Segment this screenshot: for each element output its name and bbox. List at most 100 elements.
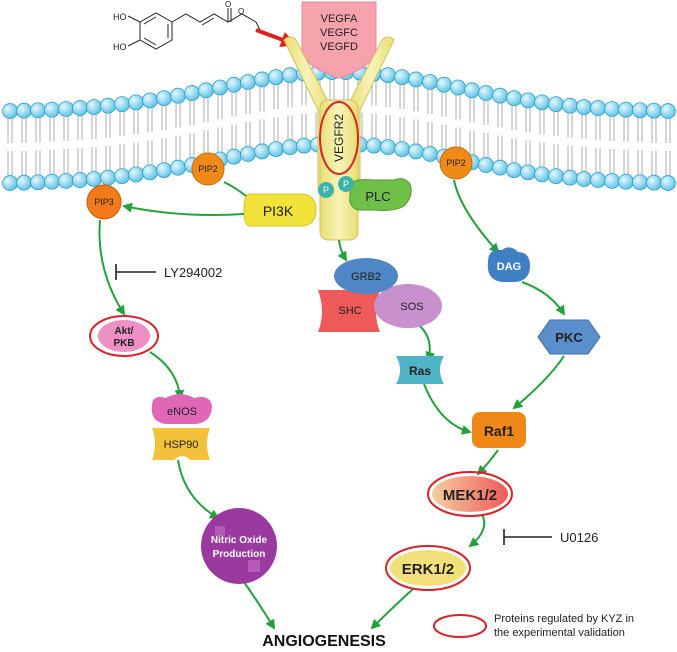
pip2-right-node [439, 146, 473, 180]
plc-node [349, 178, 412, 211]
arrow-raf-mek [476, 449, 499, 476]
nitric-oxide-node [201, 508, 277, 584]
lipid-head [646, 102, 662, 119]
compound-o-ester: O [238, 7, 244, 16]
akt-node [98, 320, 150, 352]
no-texture-2 [248, 560, 260, 572]
pip2-left-node [191, 152, 225, 186]
lipid-head [156, 162, 172, 179]
lipid-head [436, 76, 452, 93]
lipid-head [422, 146, 438, 162]
lipid-head [394, 69, 410, 86]
lipid-head [30, 174, 46, 191]
lipid-head [562, 97, 578, 114]
pip2-left-label: PIP2 [198, 164, 218, 174]
arrow-receptor-grb2 [337, 239, 348, 262]
lipid-head [492, 159, 508, 176]
no-label-line2: Production [213, 549, 266, 560]
hsp90-label: HSP90 [164, 439, 199, 451]
lipid-head [520, 164, 536, 181]
grb2-node [334, 258, 398, 294]
lipid-head [254, 143, 270, 160]
hsp90-node [152, 428, 210, 460]
pkc-label: PKC [555, 330, 583, 345]
akt-highlight [89, 315, 159, 357]
lipid-head [590, 172, 606, 188]
lipid-head [632, 174, 648, 191]
mek-node [432, 476, 508, 512]
enos-node [151, 394, 212, 424]
lipid-head [380, 139, 396, 156]
lipid-head [240, 74, 256, 90]
lipid-head [506, 90, 522, 107]
lipid-head [604, 173, 620, 189]
lipid-head [520, 92, 536, 109]
u0126-inhibitor-symbol [503, 529, 552, 545]
lipid-head [142, 92, 158, 109]
lipid-head [2, 175, 18, 191]
vegfr2-label: VEGFR2 [332, 114, 346, 162]
pathway-arrows [98, 179, 566, 630]
plc-label: PLC [365, 189, 390, 204]
lipid-head [128, 94, 144, 111]
lipid-head [128, 166, 144, 183]
dag-node [487, 247, 530, 282]
erk-label: ERK1/2 [402, 561, 455, 578]
arrow-mek-erk [468, 513, 486, 548]
lipid-head [184, 85, 200, 101]
vegfr2-highlight [319, 101, 359, 175]
ly294002-inhibitor-symbol [115, 264, 156, 280]
arrow-erk-angio [370, 587, 415, 630]
mek-highlight [427, 471, 513, 517]
enos-label: eNOS [167, 406, 197, 418]
lipid-head [450, 79, 466, 96]
arrow-akt-enos [149, 351, 185, 400]
grb2-label: GRB2 [351, 271, 381, 283]
lipid-head [576, 99, 592, 115]
arrow-pip2-pi3k [223, 181, 247, 197]
lipid-head [576, 171, 592, 187]
lipid-head [282, 139, 298, 156]
pip3-node [86, 184, 122, 220]
lipid-head [506, 162, 522, 179]
lipid-head [86, 171, 102, 187]
ligand-vegfc: VEGFC [320, 27, 358, 39]
lipid-head [44, 101, 60, 118]
ras-label: Ras [409, 364, 431, 378]
lipid-head [408, 143, 424, 160]
lipid-head [646, 174, 662, 191]
akt-label-line2: PKB [113, 338, 134, 349]
arrow-no-angio [243, 581, 276, 630]
lipid-head [170, 159, 186, 176]
dag-label: DAG [497, 261, 521, 273]
mek-label: MEK1/2 [443, 487, 497, 504]
ligand-vegfa: VEGFA [321, 13, 358, 25]
lipid-head [16, 102, 32, 119]
pi3k-node [243, 193, 317, 227]
phospho-right [338, 176, 354, 192]
lipid-head [464, 82, 480, 99]
lipid-head [58, 173, 74, 189]
lipid-head [478, 157, 494, 173]
lipid-head [72, 100, 88, 116]
pip3-label: PIP3 [94, 197, 114, 207]
lipid-head [44, 173, 60, 190]
lipid-head [660, 175, 676, 191]
lipid-head [618, 101, 634, 118]
pkc-node [537, 319, 601, 355]
lipid-head [212, 79, 228, 96]
lipid-head [114, 168, 130, 185]
lipid-head [254, 71, 270, 88]
ly294002-label: LY294002 [164, 265, 222, 280]
lipid-head [226, 148, 242, 165]
lipid-head [380, 67, 396, 84]
lipid-head [394, 141, 410, 158]
erk-highlight [385, 545, 471, 591]
legend-line1: Proteins regulated by KYZ in [494, 613, 634, 625]
arrow-pip2-dag [453, 179, 500, 254]
compound-ho-bottom: HO [113, 42, 127, 52]
lipid-head [72, 172, 88, 188]
no-label-line1: Nitric Oxide [211, 535, 268, 546]
raf1-label: Raf1 [484, 423, 515, 439]
